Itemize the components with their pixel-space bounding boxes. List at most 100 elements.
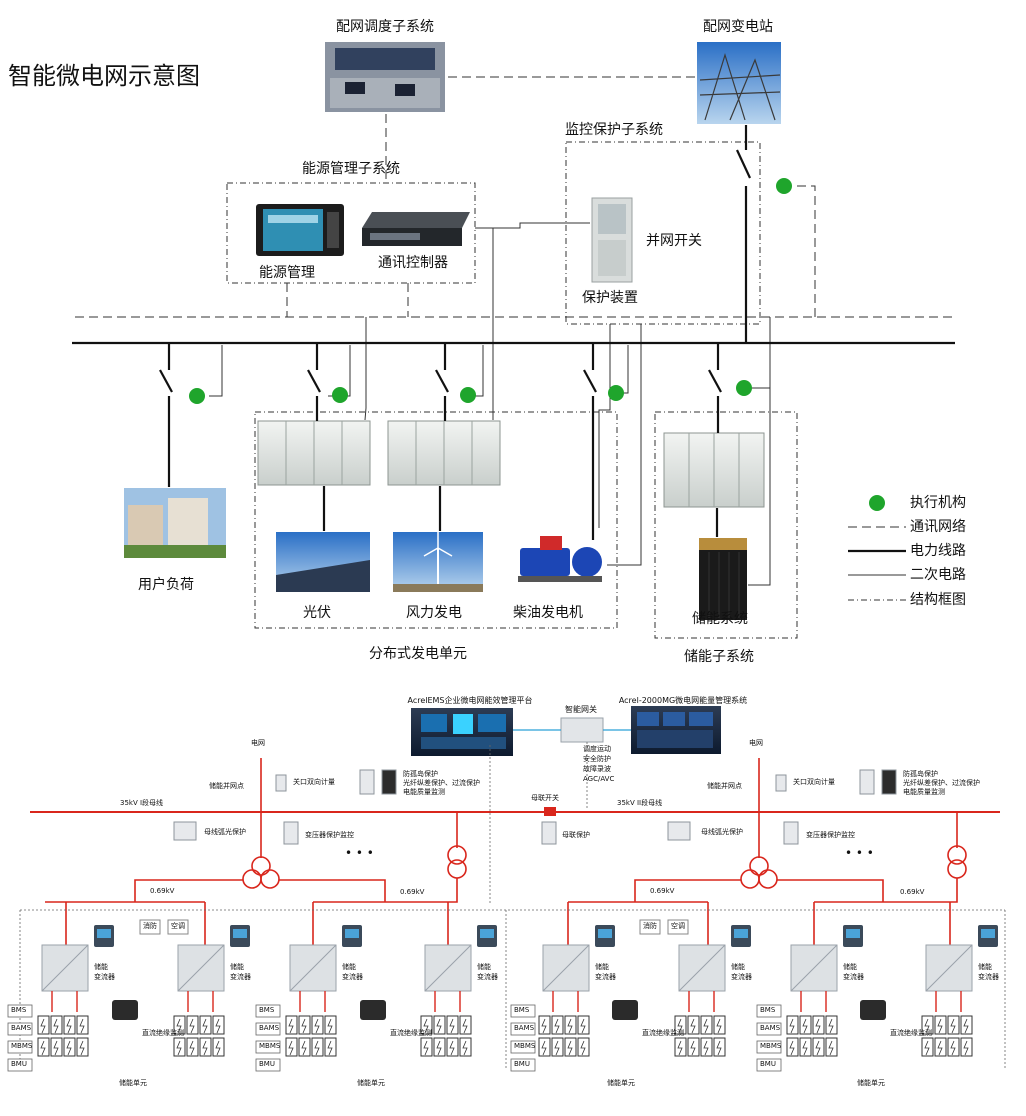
bms-stack-1-box: [7, 1004, 33, 1018]
pv-label: 光伏: [303, 605, 331, 621]
battery-cell: [538, 1015, 551, 1035]
structure-boxes: [226, 141, 798, 639]
dc-monitor-label: 直流绝缘监测: [642, 1029, 684, 1037]
legend-power: 电力线路: [910, 543, 966, 559]
bms-stack-2-box: [255, 1022, 281, 1036]
battery-bolt-icon: [541, 1040, 547, 1056]
battery-cell: [285, 1015, 298, 1035]
bms-label: BMS: [11, 1006, 27, 1014]
battery-cell: [63, 1037, 76, 1057]
battery-bolt-icon: [40, 1040, 46, 1056]
battery-bolt-icon: [677, 1018, 683, 1034]
battery-bolt-icon: [580, 1018, 586, 1034]
battery-cell: [459, 1037, 472, 1057]
battery-bolt-icon: [937, 1018, 943, 1034]
pcs-monitor-screen: [97, 929, 111, 938]
converter-diagonal: [790, 944, 838, 992]
ac-box: [167, 919, 189, 935]
dc-monitor-1: [112, 1000, 138, 1020]
battery-bolt-icon: [327, 1018, 333, 1034]
pcs-label-top: 储能: [595, 963, 609, 971]
trans-prot-right: 变压器保护监控: [806, 831, 855, 839]
pcs-label-bottom: 变流器: [342, 973, 363, 981]
bms-stack-3-box: [510, 1022, 536, 1036]
grid-switch-label: 并网开关: [646, 233, 702, 249]
pcs-label-bottom: 变流器: [595, 973, 616, 981]
battery-cell: [311, 1037, 324, 1057]
converter-diagonal: [177, 944, 225, 992]
bms-stack-1-box: [7, 1058, 33, 1072]
battery-bolt-icon: [327, 1040, 333, 1056]
bms-stack-4-box: [756, 1058, 782, 1072]
bus-switch-label: 母联开关: [531, 794, 559, 802]
pcs-label-bottom: 变流器: [477, 973, 498, 981]
trans-prot-left: 变压器保护监控: [305, 831, 354, 839]
gateway-label: 智能网关: [565, 705, 597, 714]
bms-stack-4-box: [756, 1040, 782, 1054]
battery-bolt-icon: [436, 1018, 442, 1034]
comm-controller-image: [362, 212, 470, 246]
prot-right-1: 防孤岛保护: [903, 770, 938, 778]
battery-bolt-icon: [215, 1040, 221, 1056]
storage-sub-label: 储能子系统: [684, 649, 754, 665]
battery-bolt-icon: [554, 1040, 560, 1056]
func-2: 安全防护: [583, 755, 611, 763]
battery-cell: [63, 1015, 76, 1035]
battery-cell: [76, 1015, 89, 1035]
dots-right: • • •: [845, 846, 874, 860]
battery-cell: [947, 1015, 960, 1035]
dispatch-label: 配网调度子系统: [336, 19, 434, 35]
battery-cell: [551, 1037, 564, 1057]
battery-bolt-icon: [690, 1040, 696, 1056]
legend-comm: 通讯网络: [910, 519, 966, 535]
battery-cell: [947, 1037, 960, 1057]
battery-cell: [199, 1015, 212, 1035]
battery-bolt-icon: [202, 1040, 208, 1056]
bms-stack-3-box: [510, 1058, 536, 1072]
voltage-2: 0.69kV: [400, 888, 425, 896]
bms-label: BMU: [760, 1060, 776, 1068]
battery-cell: [564, 1015, 577, 1035]
battery-bolt-icon: [554, 1018, 560, 1034]
wind-image: [393, 532, 483, 592]
pcs-label-top: 储能: [230, 963, 244, 971]
prot-right-2: 光纤纵差保护、过流保护: [903, 779, 980, 787]
battery-bolt-icon: [176, 1040, 182, 1056]
battery-bolt-icon: [314, 1018, 320, 1034]
battery-bolt-icon: [567, 1018, 573, 1034]
pcs-monitor-screen: [734, 929, 748, 938]
user-load-label: 用户负荷: [138, 577, 194, 593]
prot-left-1: 防孤岛保护: [403, 770, 438, 778]
converter-diagonal: [424, 944, 472, 992]
battery-cell: [446, 1015, 459, 1035]
converter-diagonal: [41, 944, 89, 992]
battery-bolt-icon: [40, 1018, 46, 1034]
dots-left: • • •: [345, 846, 374, 860]
battery-cell: [324, 1015, 337, 1035]
bms-label: BMU: [259, 1060, 275, 1068]
substation-image: [697, 42, 781, 124]
storage-unit-label: 储能单元: [119, 1079, 147, 1087]
bms-stack-2-box: [255, 1040, 281, 1054]
battery-cell: [186, 1015, 199, 1035]
voltage-4: 0.69kV: [900, 888, 925, 896]
battery-bolt-icon: [567, 1040, 573, 1056]
substation-label: 配网变电站: [703, 19, 773, 35]
battery-bolt-icon: [288, 1018, 294, 1034]
pcs-label-top: 储能: [477, 963, 491, 971]
converter-diagonal: [925, 944, 973, 992]
bus-prot-label: 母联保护: [562, 831, 590, 839]
legend-secondary: 二次电路: [910, 567, 966, 583]
diagram-title: 智能微电网示意图: [8, 62, 200, 90]
battery-bolt-icon: [462, 1018, 468, 1034]
actuator-nodes: [189, 178, 792, 404]
battery-cell: [37, 1037, 50, 1057]
battery-cell: [577, 1015, 590, 1035]
battery-cell: [786, 1037, 799, 1057]
platform-label: AcrelEMS企业微电网能效管理平台: [407, 696, 533, 705]
prot-left-2: 光纤纵差保护、过流保护: [403, 779, 480, 787]
battery-bolt-icon: [703, 1040, 709, 1056]
battery-cell: [713, 1015, 726, 1035]
dispatch-room-image: [325, 42, 445, 112]
pcs-label-bottom: 变流器: [843, 973, 864, 981]
